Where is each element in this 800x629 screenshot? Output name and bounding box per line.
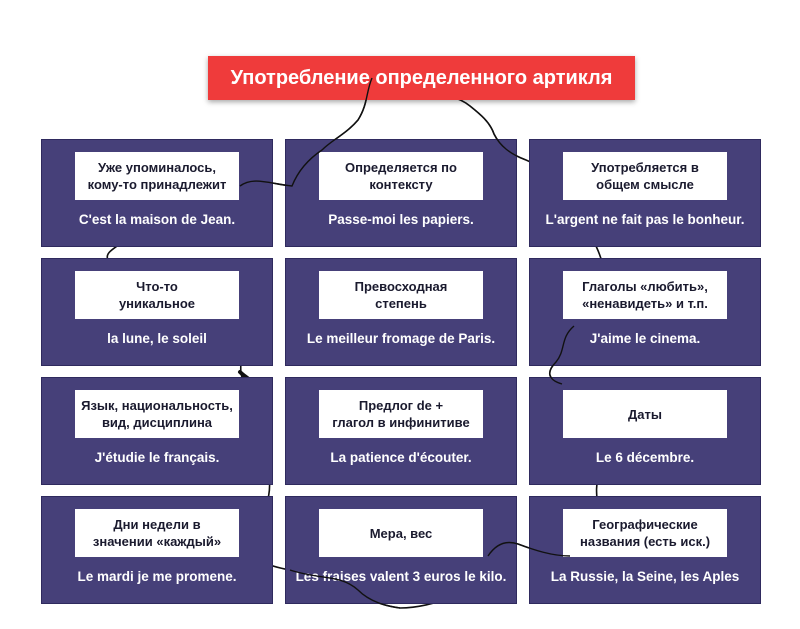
card-label: Употребляется в общем смысле bbox=[563, 152, 727, 200]
card-label: Дни недели в значении «каждый» bbox=[75, 509, 239, 557]
card-unique: Что-то уникальное la lune, le soleil bbox=[41, 258, 273, 366]
card-example: Le mardi je me promene. bbox=[77, 569, 237, 584]
card-example: L'argent ne fait pas le bonheur. bbox=[545, 212, 745, 227]
card-label: Превосходная степень bbox=[319, 271, 483, 319]
card-mentioned: Уже упоминалось, кому-то принадлежит C'e… bbox=[41, 139, 273, 247]
card-label: Язык, национальность, вид, дисциплина bbox=[75, 390, 239, 438]
page-title: Употребление определенного артикля bbox=[208, 56, 635, 100]
card-language-nationality: Язык, национальность, вид, дисциплина J'… bbox=[41, 377, 273, 485]
card-example: J'aime le cinema. bbox=[589, 331, 701, 346]
card-weekdays: Дни недели в значении «каждый» Le mardi … bbox=[41, 496, 273, 604]
card-example: La Russie, la Seine, les Aples bbox=[550, 569, 740, 584]
card-label: Даты bbox=[563, 390, 727, 438]
card-example: Les fraises valent 3 euros le kilo. bbox=[295, 569, 507, 584]
card-general-sense: Употребляется в общем смысле L'argent ne… bbox=[529, 139, 761, 247]
card-label: Уже упоминалось, кому-то принадлежит bbox=[75, 152, 239, 200]
card-preference-verbs: Глаголы «любить», «ненавидеть» и т.п. J'… bbox=[529, 258, 761, 366]
card-label: Мера, вес bbox=[319, 509, 483, 557]
card-measure-weight: Мера, вес Les fraises valent 3 euros le … bbox=[285, 496, 517, 604]
card-example: Le 6 décembre. bbox=[595, 450, 695, 465]
card-label: Глаголы «любить», «ненавидеть» и т.п. bbox=[563, 271, 727, 319]
card-label: Географические названия (есть иск.) bbox=[563, 509, 727, 557]
card-label: Предлог de + глагол в инфинитиве bbox=[319, 390, 483, 438]
card-label: Определяется по контексту bbox=[319, 152, 483, 200]
card-example: Le meilleur fromage de Paris. bbox=[306, 331, 496, 346]
card-de-infinitive: Предлог de + глагол в инфинитиве La pati… bbox=[285, 377, 517, 485]
card-label: Что-то уникальное bbox=[75, 271, 239, 319]
card-dates: Даты Le 6 décembre. bbox=[529, 377, 761, 485]
card-example: Passe-moi les papiers. bbox=[328, 212, 474, 227]
card-example: J'étudie le français. bbox=[94, 450, 220, 465]
card-example: C'est la maison de Jean. bbox=[78, 212, 236, 227]
card-context: Определяется по контексту Passe-moi les … bbox=[285, 139, 517, 247]
card-example: la lune, le soleil bbox=[107, 331, 207, 346]
card-example: La patience d'écouter. bbox=[330, 450, 472, 465]
card-superlative: Превосходная степень Le meilleur fromage… bbox=[285, 258, 517, 366]
card-geographic-names: Географические названия (есть иск.) La R… bbox=[529, 496, 761, 604]
